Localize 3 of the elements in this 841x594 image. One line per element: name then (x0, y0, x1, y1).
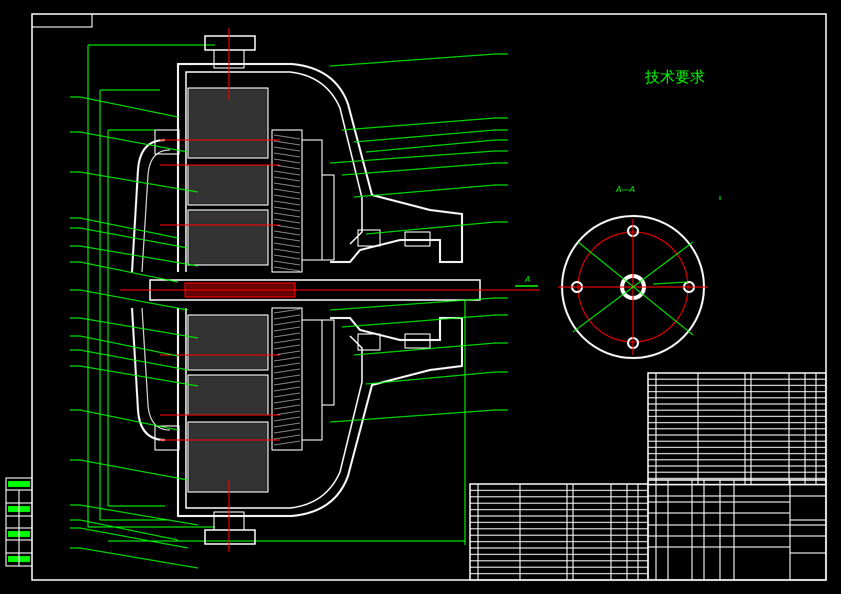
section-label: A (525, 276, 530, 284)
section-label: A—A (616, 186, 635, 194)
notes-heading: 技术要求 (645, 70, 705, 85)
